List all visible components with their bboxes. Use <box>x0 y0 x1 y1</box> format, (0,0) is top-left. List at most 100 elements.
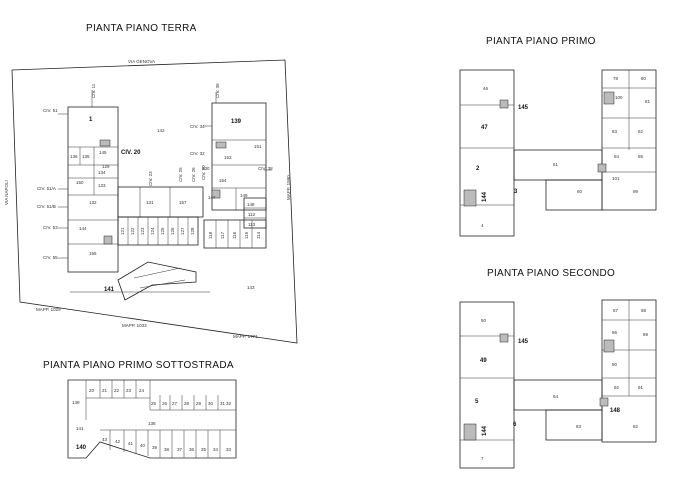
room-number: 43 <box>102 437 108 442</box>
room-number: 83 <box>576 424 582 429</box>
room-number: 101 <box>612 176 620 181</box>
room-number: 113 <box>248 222 256 227</box>
room-number: 27 <box>172 401 178 406</box>
room-number: 145 <box>518 105 529 111</box>
room-number: 132 <box>89 200 97 205</box>
room-number: 124 <box>150 227 155 235</box>
room-number: 153 <box>224 155 232 160</box>
basement-plan: 139 141 140 138 20 21 22 23 24 25 26 27 … <box>67 379 237 459</box>
room-number: 144 <box>79 226 87 231</box>
room-number: 145 <box>99 150 107 155</box>
room-number: 31 <box>220 401 226 406</box>
room-number: 30 <box>208 401 214 406</box>
room-number: 122 <box>130 227 135 235</box>
room-number: 150 <box>76 180 84 185</box>
room-number: 114 <box>256 231 261 239</box>
room-number: 81 <box>645 99 651 104</box>
mapp-label: MAPP. 1033 <box>122 323 147 328</box>
room-number: 118 <box>208 231 213 239</box>
civ-label: CIV. 53 <box>43 225 58 230</box>
room-number: 149 <box>240 193 248 198</box>
room-number: 7 <box>481 456 484 461</box>
room-number: 133 <box>98 183 106 188</box>
room-number: 49 <box>480 358 487 364</box>
room-number: 143 <box>247 285 255 290</box>
civ-label: CIV. 11 <box>91 83 96 98</box>
right-garages <box>203 219 267 249</box>
room-number: 138 <box>148 421 156 426</box>
room-number: 26 <box>162 401 168 406</box>
room-number: 78 <box>613 76 619 81</box>
room-number: 2 <box>476 166 480 172</box>
room-number: 144 <box>482 191 488 202</box>
room-number: 86 <box>612 330 618 335</box>
central-block <box>117 186 204 218</box>
ground-floor-plan: VIA GENOVA VIA NAPOLI CIV. 11 CIV. 51 CI… <box>4 59 298 344</box>
civ-label: CIV. 34 <box>190 124 205 129</box>
ground-floor-title: PIANTA PIANO TERRA <box>86 23 197 34</box>
room-number: 37 <box>177 447 183 452</box>
room-number: 145 <box>518 339 529 345</box>
site-boundary <box>11 59 298 344</box>
room-number: 38 <box>164 447 170 452</box>
room-number: 139 <box>231 119 242 125</box>
room-number: 92 <box>614 385 620 390</box>
civ-label: CIV. 51 <box>43 108 58 113</box>
first-floor-title: PIANTA PIANO PRIMO <box>486 36 596 47</box>
basement-floor-title: PIANTA PIANO PRIMO SOTTOSTRADA <box>43 360 234 371</box>
room-number: 141 <box>76 426 84 431</box>
room-number: 127 <box>180 227 185 235</box>
basement-outline <box>67 379 237 459</box>
room-number: 34 <box>213 447 219 452</box>
room-number: 51 <box>553 162 559 167</box>
civ-label: CIV. 20 <box>121 150 141 156</box>
room-number: 121 <box>120 227 125 235</box>
room-number: 50 <box>481 318 487 323</box>
room-number: 46 <box>483 86 489 91</box>
room-number: 140 <box>76 445 87 451</box>
room-number: 40 <box>140 443 146 448</box>
room-number: 29 <box>196 401 202 406</box>
room-number: 3 <box>514 189 518 195</box>
room-number: 39 <box>152 445 158 450</box>
civ-label: CIV. 55 <box>43 255 58 260</box>
room-number: 87 <box>613 308 619 313</box>
room-number: 116 <box>232 231 237 239</box>
mapp-label: MAPP. 1771 <box>233 334 258 339</box>
room-number: 139 <box>72 400 80 405</box>
room-number: 90 <box>612 362 618 367</box>
room-number: 35 <box>201 447 207 452</box>
street-via-napoli: VIA NAPOLI <box>4 180 9 205</box>
room-number: 154 <box>219 178 227 183</box>
room-number: 1 <box>89 117 93 123</box>
second-floor-plan: 50 145 49 5 6 7 144 64 83 82 87 88 86 89… <box>459 299 657 469</box>
room-number: 148 <box>247 202 255 207</box>
civ-label: CIV. 26 <box>191 167 196 182</box>
left-wing <box>67 106 119 273</box>
right-wing <box>211 102 267 211</box>
room-number: 42 <box>115 439 121 444</box>
room-number: 100 <box>615 95 623 100</box>
room-number: 83 <box>612 129 618 134</box>
room-number: 136 <box>70 154 78 159</box>
room-number: 123 <box>140 227 145 235</box>
civ-label: CIV. 32 <box>190 151 205 156</box>
room-number: 117 <box>220 231 225 239</box>
civ-label: CIV. 51/A <box>37 186 56 191</box>
room-number: 25 <box>151 401 157 406</box>
room-number: 91 <box>638 385 644 390</box>
civ-label: CIV. 23 <box>148 171 153 186</box>
room-number: 32 <box>226 401 232 406</box>
room-number: 6 <box>513 422 517 428</box>
mapp-label: MAPP. 1990 <box>286 175 291 200</box>
room-number: 128 <box>190 227 195 235</box>
room-number: 147 <box>208 195 216 200</box>
room-number: 135 <box>82 154 90 159</box>
civ-label: CIV. 25 <box>178 167 183 182</box>
room-number: 84 <box>614 154 620 159</box>
room-number: 99 <box>633 189 639 194</box>
civ-label: CIV. 36 <box>215 83 220 98</box>
room-number: 155 <box>89 251 97 256</box>
room-number: 88 <box>641 308 647 313</box>
